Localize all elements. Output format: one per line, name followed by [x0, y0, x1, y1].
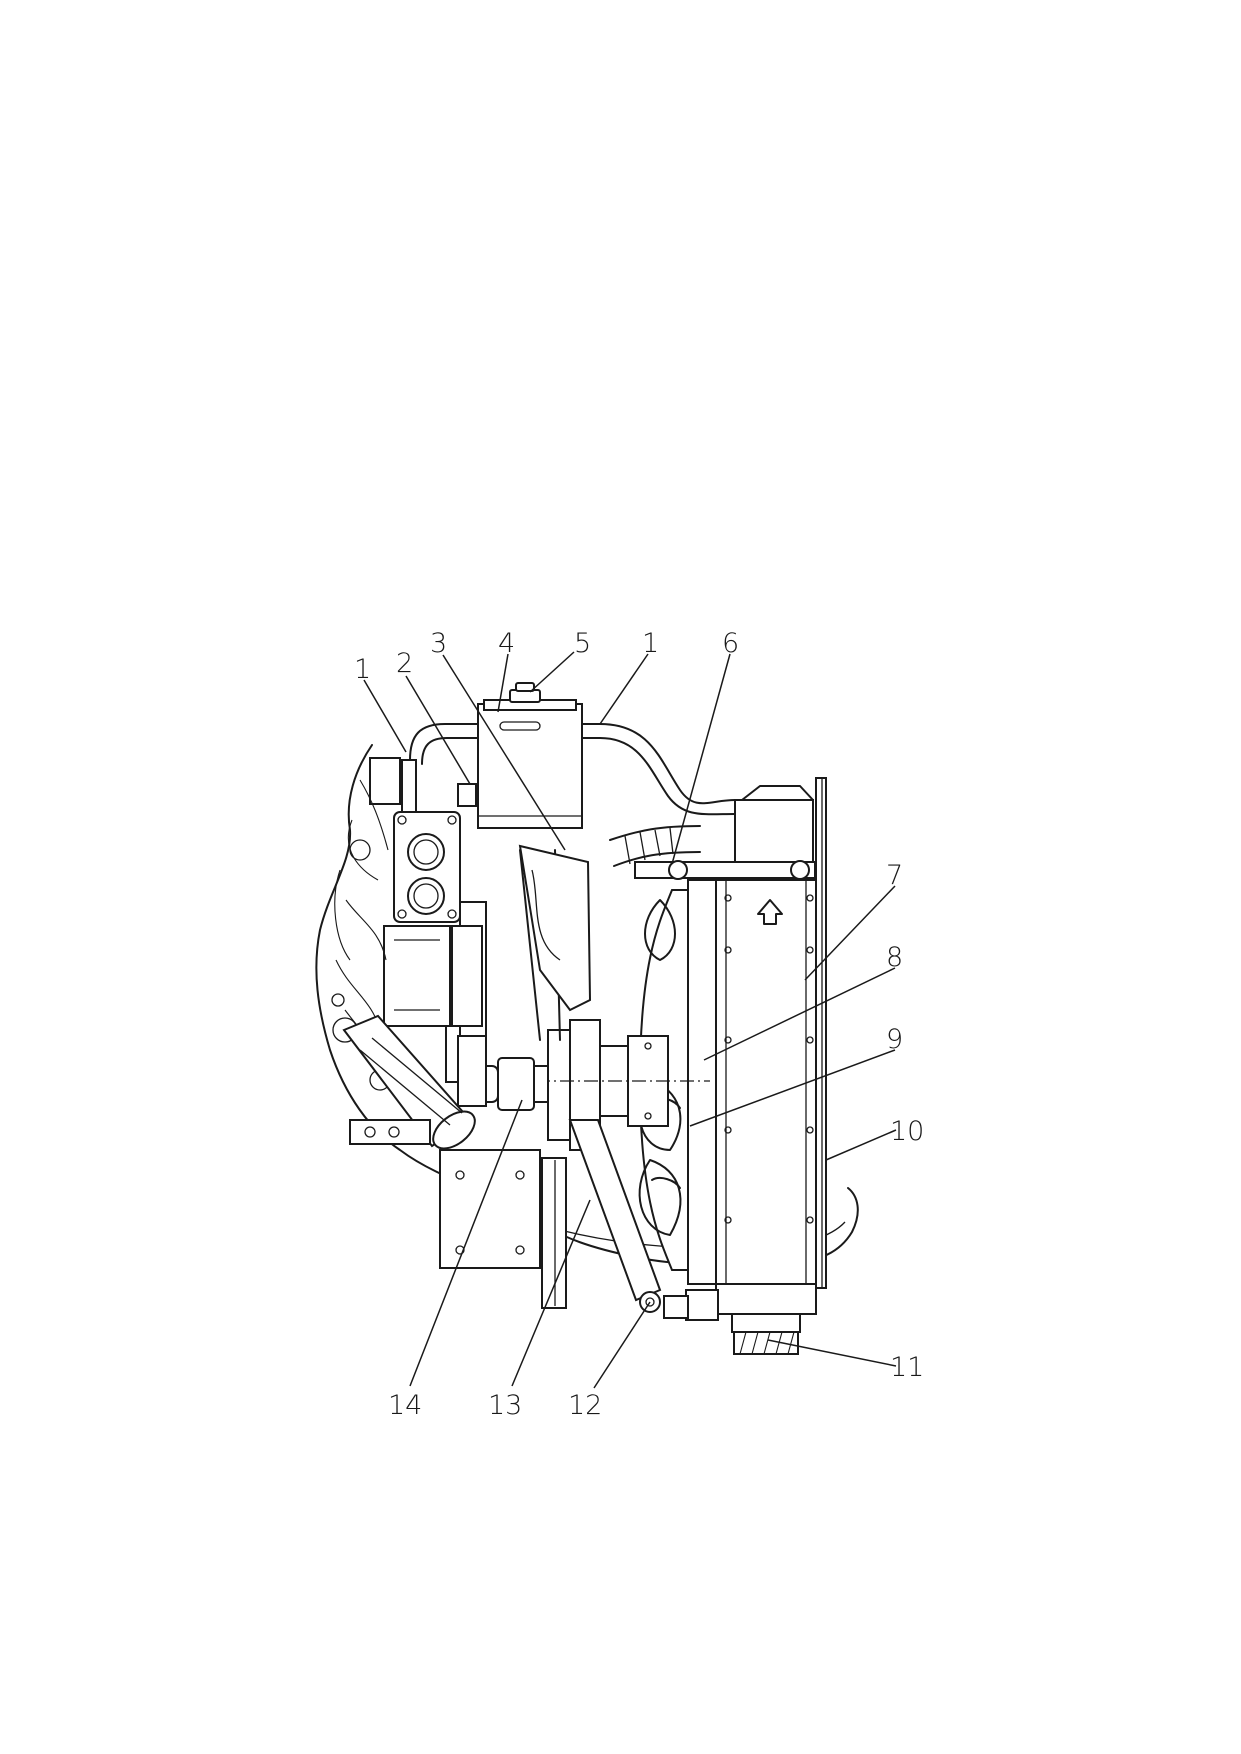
radiator-top-header [734, 799, 814, 863]
upper-hose-inner [421, 737, 479, 765]
callout-11: 11 [890, 1352, 924, 1383]
upper-hose-right [581, 723, 736, 805]
lower-support [731, 1313, 801, 1333]
radiator-bottom-tank [715, 1283, 817, 1315]
callout-leaders [363, 651, 897, 1389]
drive-flange [497, 1057, 535, 1111]
lower-strut [568, 1119, 662, 1302]
callout-9: 9 [886, 1024, 903, 1055]
mount-bracket [634, 861, 816, 879]
engine-block [331, 757, 487, 1150]
support-bracket [518, 844, 592, 1012]
callout-8: 8 [886, 942, 903, 973]
side-guard-plate [815, 777, 827, 1289]
callout-3: 3 [430, 628, 447, 659]
callout-1-left: 1 [354, 654, 371, 685]
engine-mount-plate [439, 1149, 541, 1269]
radiator-bolts [724, 894, 814, 1224]
callout-12: 12 [568, 1390, 602, 1421]
callout-2: 2 [396, 648, 413, 679]
rubber-mount [733, 1331, 799, 1355]
radiator-side-tank [687, 879, 717, 1285]
upper-hose [409, 723, 479, 761]
radiator-core [715, 879, 817, 1285]
callout-13: 13 [488, 1390, 522, 1421]
callout-14: 14 [388, 1390, 422, 1421]
flow-arrow-icon [757, 899, 783, 925]
callout-5: 5 [574, 628, 591, 659]
callout-1-right: 1 [642, 628, 659, 659]
sight-glass [499, 721, 541, 731]
callout-6: 6 [722, 628, 739, 659]
callout-7: 7 [886, 860, 903, 891]
expansion-tank [477, 703, 583, 829]
lower-hose [609, 825, 701, 841]
callout-4: 4 [498, 628, 515, 659]
callout-10: 10 [890, 1116, 924, 1147]
callout-labels: 1 2 3 4 5 1 6 7 8 9 10 11 12 13 14 [354, 628, 924, 1421]
upper-hose-right-inner [581, 737, 736, 816]
